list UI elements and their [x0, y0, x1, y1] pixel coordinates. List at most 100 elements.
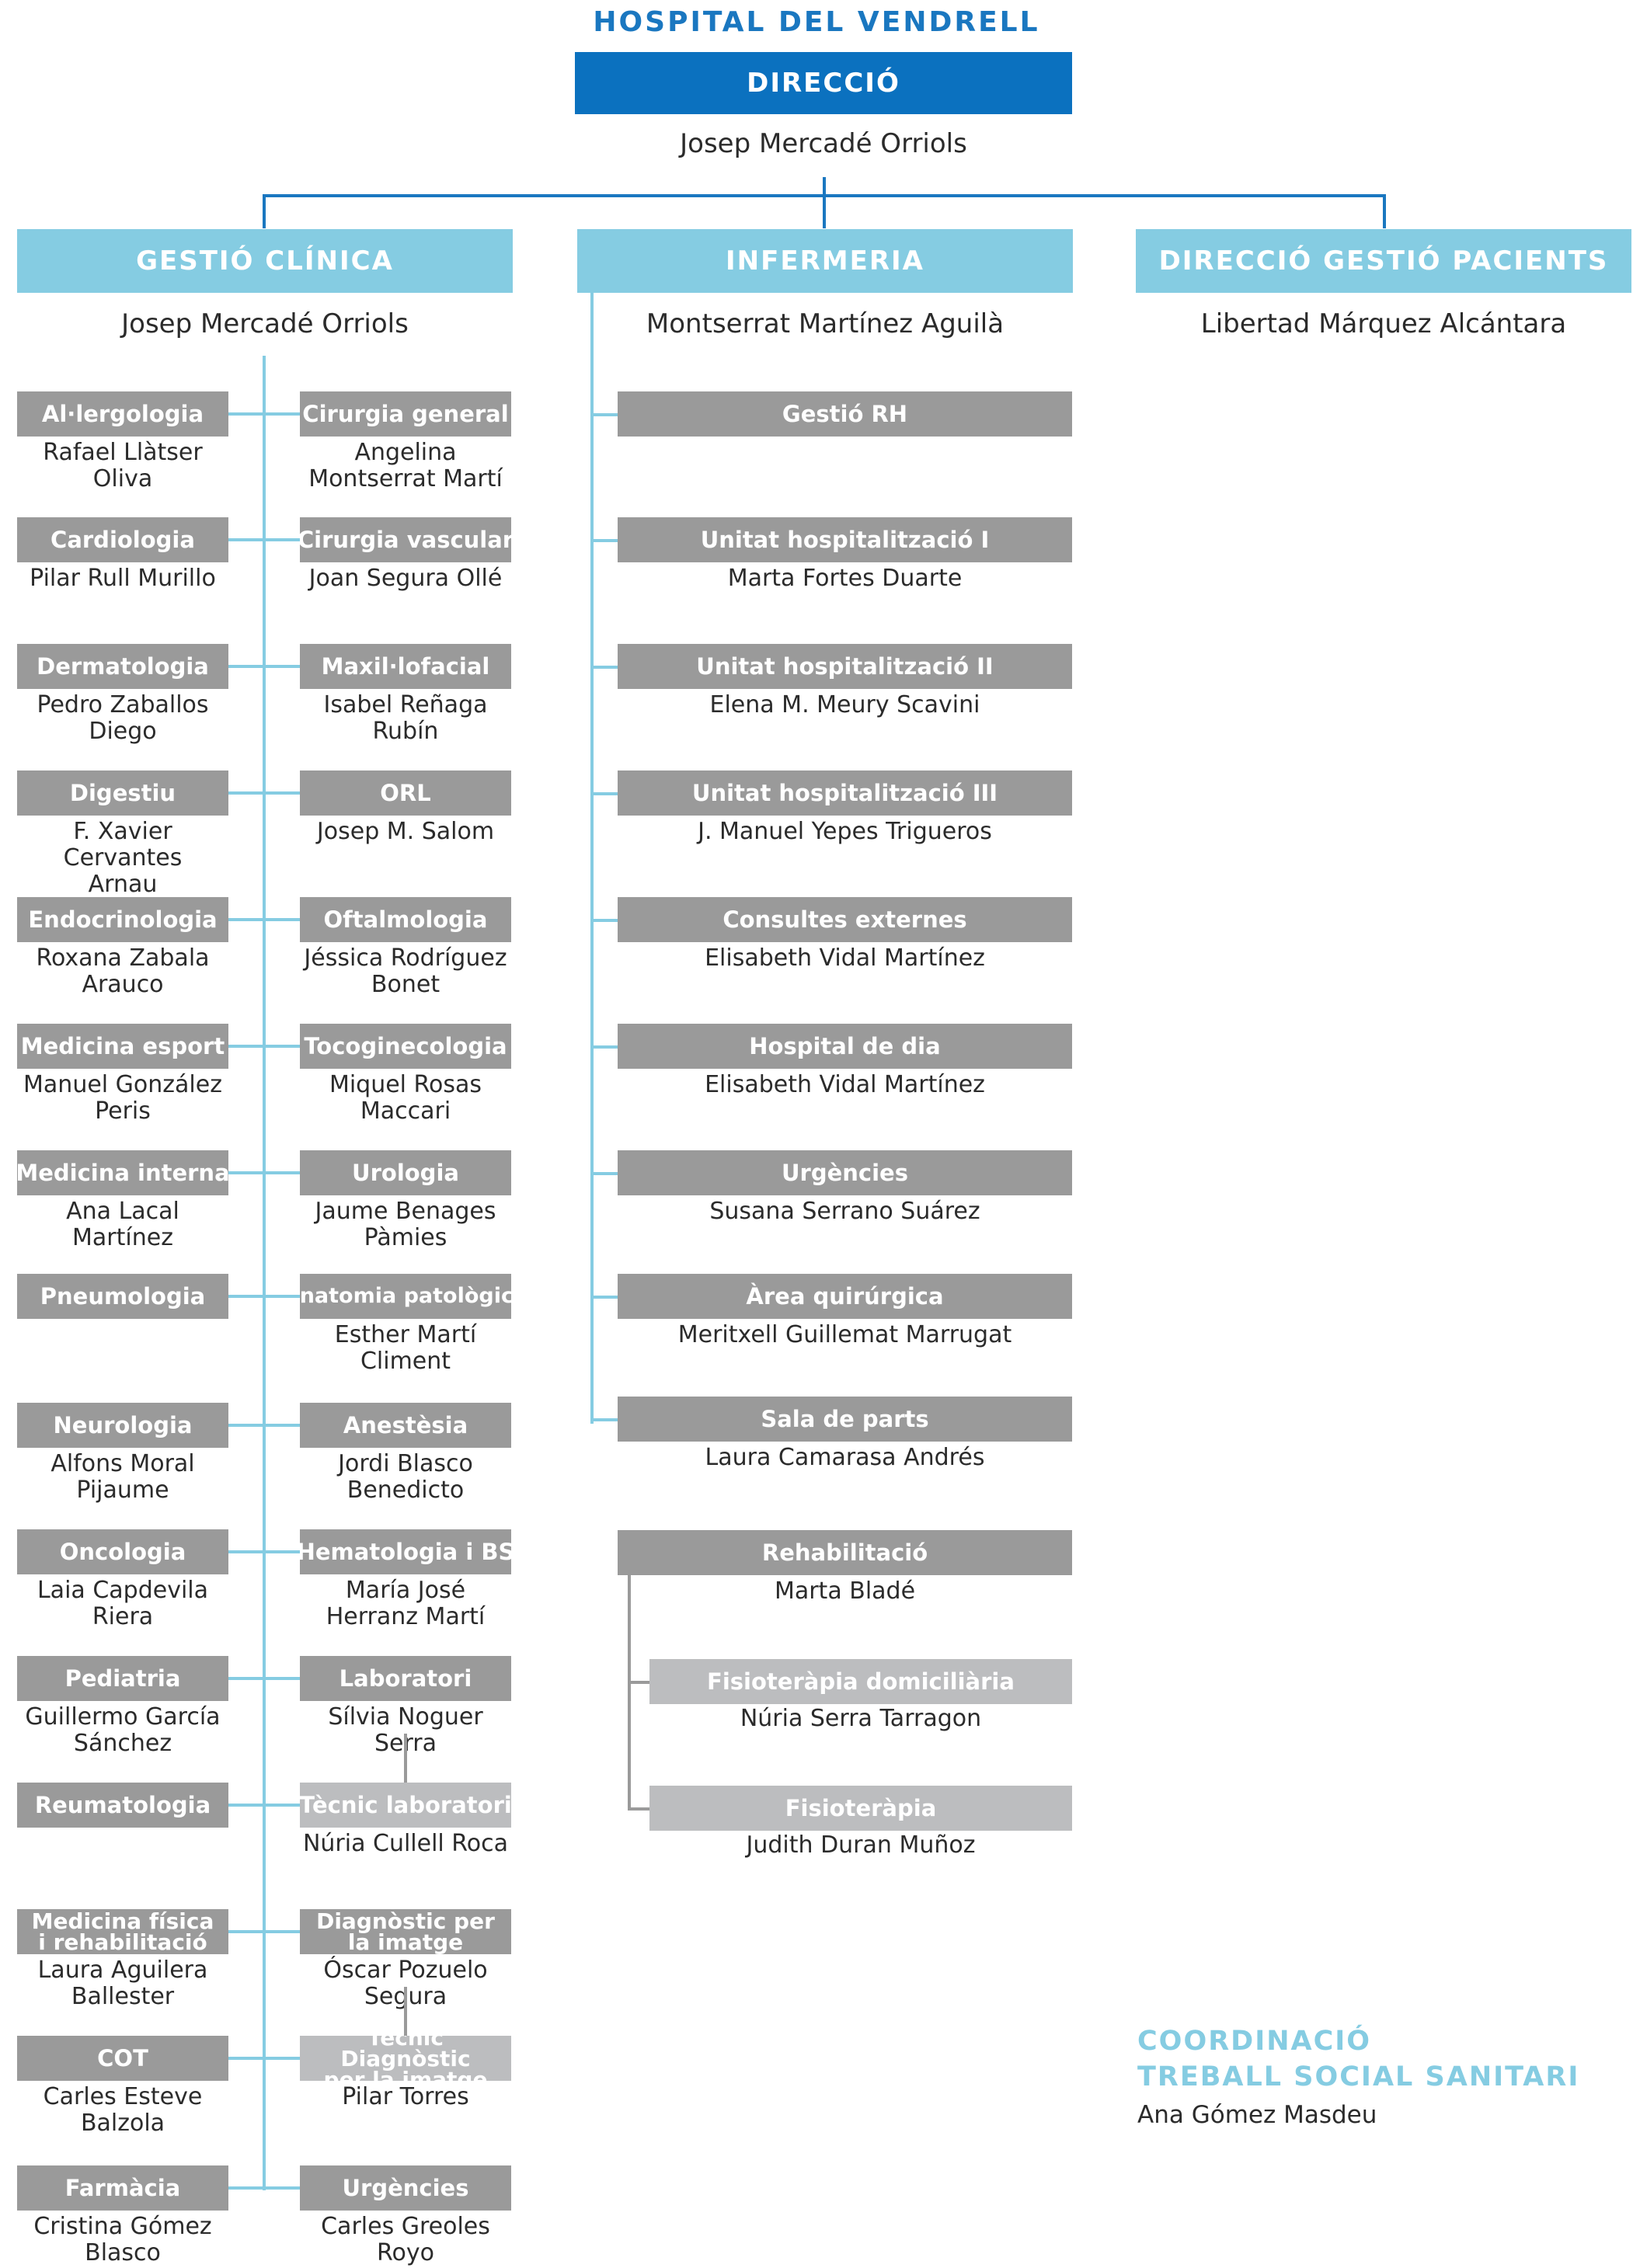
connector: [228, 1550, 300, 1553]
section-infermeria: INFERMERIA: [577, 229, 1073, 293]
dept-box: Anatomia patològica: [300, 1274, 511, 1319]
dept-person: Esther Martí Climent: [334, 1321, 477, 1375]
rehab-connector: [628, 1681, 651, 1684]
unit-person: J. Manuel Yepes Trigueros: [698, 818, 992, 845]
section-gestio-clinica: GESTIÓ CLÍNICA: [17, 229, 513, 293]
dept-person: Pilar Torres: [342, 2083, 469, 2110]
dept-box: Urgències: [300, 2165, 511, 2211]
connector: [1383, 194, 1386, 228]
connector: [228, 1677, 300, 1680]
unit-box: Urgències: [618, 1150, 1072, 1195]
dept-person: Manuel González Peris: [23, 1071, 222, 1125]
connector: [263, 194, 1386, 197]
unit-person: Elena M. Meury Scavini: [709, 691, 980, 718]
connector: [228, 1424, 300, 1427]
dept-box: Anestèsia: [300, 1403, 511, 1448]
dept-person: Alfons Moral Pijaume: [50, 1450, 195, 1504]
dept-person: Guillermo García Sánchez: [25, 1703, 221, 1757]
unit-box: Gestió RH: [618, 391, 1072, 437]
connector: [590, 1296, 618, 1299]
dept-person: Roxana Zabala Arauco: [36, 944, 210, 998]
connector: [228, 1171, 300, 1174]
unit-box: Sala de parts: [618, 1397, 1072, 1442]
dept-box: Al·lergologia: [17, 391, 228, 437]
dept-person: Joan Segura Ollé: [308, 565, 503, 592]
dept-person: Jordi Blasco Benedicto: [338, 1450, 473, 1504]
dept-person: Marta Bladé: [774, 1578, 916, 1605]
dept-box: COT: [17, 2036, 228, 2081]
dept-person: Carles Greoles Royo: [321, 2213, 490, 2266]
dept-box: Hematologia i BS: [300, 1529, 511, 1574]
connector: [228, 2186, 300, 2190]
dept-person: Cristina Gómez Blasco: [33, 2213, 212, 2266]
dept-fisioterapia-domiciliaria: Fisioteràpia domiciliària: [649, 1659, 1072, 1704]
unit-person: Elisabeth Vidal Martínez: [705, 944, 985, 972]
unit-box: Àrea quirúrgica: [618, 1274, 1072, 1319]
dept-box: Maxil·lofacial: [300, 644, 511, 689]
clinica-spine: [263, 356, 266, 2190]
direccio-person: Josep Mercadé Orriols: [680, 128, 967, 159]
unit-box: Unitat hospitalització III: [618, 770, 1072, 816]
connector: [823, 177, 826, 228]
dept-box: Endocrinologia: [17, 897, 228, 942]
unit-person: Meritxell Guillemat Marrugat: [677, 1321, 1012, 1348]
connector: [228, 918, 300, 921]
dept-person: Carles Esteve Balzola: [43, 2083, 203, 2137]
connector: [228, 1804, 300, 1807]
dept-box: Medicina interna: [17, 1150, 228, 1195]
dept-box: Pneumologia: [17, 1274, 228, 1319]
section-person: Libertad Márquez Alcántara: [1200, 308, 1567, 339]
section-direccio-gestio-pacients: DIRECCIÓ GESTIÓ PACIENTS: [1136, 229, 1631, 293]
dept-box: Reumatologia: [17, 1783, 228, 1828]
dept-box: Neurologia: [17, 1403, 228, 1448]
dept-person: Josep M. Salom: [316, 818, 495, 845]
rehab-connector: [628, 1575, 631, 1810]
hospital-title: HOSPITAL DEL VENDRELL: [593, 6, 1040, 38]
connector: [228, 1045, 300, 1048]
connector: [228, 665, 300, 668]
unit-box: Unitat hospitalització II: [618, 644, 1072, 689]
unit-box: Unitat hospitalització I: [618, 517, 1072, 562]
dept-box: Tocoginecologia: [300, 1024, 511, 1069]
dept-box: Tècnic Diagnòstic per la imatge: [300, 2036, 511, 2081]
dept-box: Laboratori: [300, 1656, 511, 1701]
section-person: Josep Mercadé Orriols: [121, 308, 409, 339]
connector: [590, 539, 618, 542]
dept-person: Jéssica Rodríguez Bonet: [304, 944, 507, 998]
dept-box: Medicina esport: [17, 1024, 228, 1069]
dept-person: Pilar Rull Murillo: [30, 565, 216, 592]
rehab-connector: [628, 1807, 651, 1811]
dept-person: Núria Cullell Roca: [302, 1830, 509, 1857]
unit-person: Laura Camarasa Andrés: [705, 1444, 985, 1471]
dept-box: Dermatologia: [17, 644, 228, 689]
dept-box: Oftalmologia: [300, 897, 511, 942]
dept-person: Rafael Llàtser Oliva: [43, 439, 203, 492]
connector: [590, 666, 618, 669]
dept-box: Tècnic laboratori: [300, 1783, 511, 1828]
dept-box: Urologia: [300, 1150, 511, 1195]
dept-rehabilitacio: Rehabilitació: [618, 1530, 1072, 1575]
dept-person: Pedro Zaballos Diego: [37, 691, 209, 745]
connector: [590, 1172, 618, 1175]
dept-box: Digestiu: [17, 770, 228, 816]
coordinacio-subtitle: TREBALL SOCIAL SANITARI: [1137, 2061, 1580, 2092]
dept-box: Medicina física i rehabilitació: [17, 1909, 228, 1954]
infermeria-spine: [590, 293, 594, 1424]
dept-person: F. Xavier Cervantes Arnau: [63, 818, 183, 898]
dept-person: Miquel Rosas Maccari: [329, 1071, 482, 1125]
dept-person: Laia Capdevila Riera: [37, 1577, 209, 1630]
connector: [590, 792, 618, 795]
dept-person: Isabel Reñaga Rubín: [323, 691, 488, 745]
dept-box: Farmàcia: [17, 2165, 228, 2211]
direccio-box: DIRECCIÓ: [575, 52, 1072, 114]
dept-person: María José Herranz Martí: [326, 1577, 486, 1630]
dept-fisioterapia: Fisioteràpia: [649, 1786, 1072, 1831]
connector: [590, 413, 618, 416]
dept-box: Cirurgia general: [300, 391, 511, 437]
unit-box: Consultes externes: [618, 897, 1072, 942]
connector: [228, 1295, 300, 1298]
dept-box: Cirurgia vascular: [300, 517, 511, 562]
connector: [590, 919, 618, 922]
connector: [263, 194, 266, 228]
